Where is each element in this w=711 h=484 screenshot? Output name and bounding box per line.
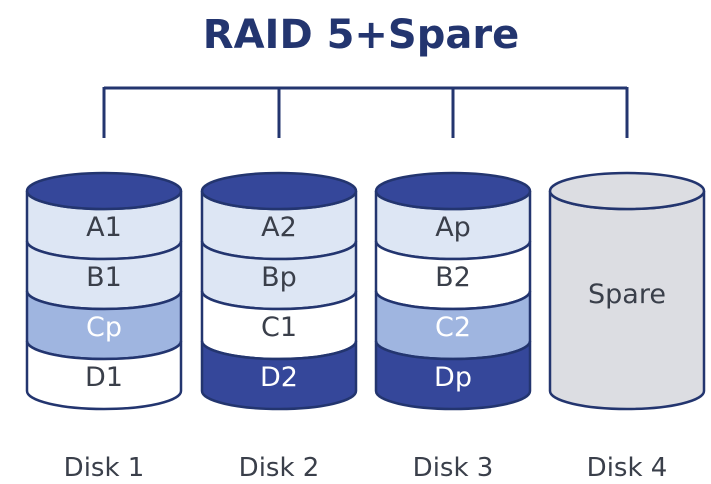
segment-label-bp: Bp [261, 262, 297, 293]
disk-label-3: Disk 3 [413, 453, 494, 483]
segment-label-dp: Dp [434, 362, 472, 393]
segment-label-b2: B2 [435, 262, 471, 293]
segment-label-d1: D1 [85, 362, 123, 393]
segment-label-ap: Ap [435, 212, 471, 243]
spare-label: Spare [588, 279, 666, 310]
segment-label-a1: A1 [86, 212, 122, 243]
diagram-title: RAID 5+Spare [203, 12, 519, 58]
disk-1-segment-d1 [25, 340, 183, 411]
disk-label-2: Disk 2 [239, 453, 320, 483]
segment-label-cp: Cp [86, 312, 122, 343]
segment-label-b1: B1 [86, 262, 122, 293]
segment-label-c1: C1 [261, 312, 297, 343]
connector-bracket [102, 86, 629, 138]
disk-1-top-cap [25, 171, 183, 211]
disk-label-4: Disk 4 [587, 453, 668, 483]
segment-label-c2: C2 [435, 312, 471, 343]
disk-label-1: Disk 1 [64, 453, 145, 483]
disk-2-top-cap [200, 171, 358, 211]
disk-3-segment-dp [374, 340, 532, 411]
segment-label-a2: A2 [261, 212, 297, 243]
disk-2-segment-d2 [200, 340, 358, 411]
disk-3-top-cap [374, 171, 532, 211]
spare-cylinder-top [548, 171, 706, 211]
segment-label-d2: D2 [260, 362, 298, 393]
